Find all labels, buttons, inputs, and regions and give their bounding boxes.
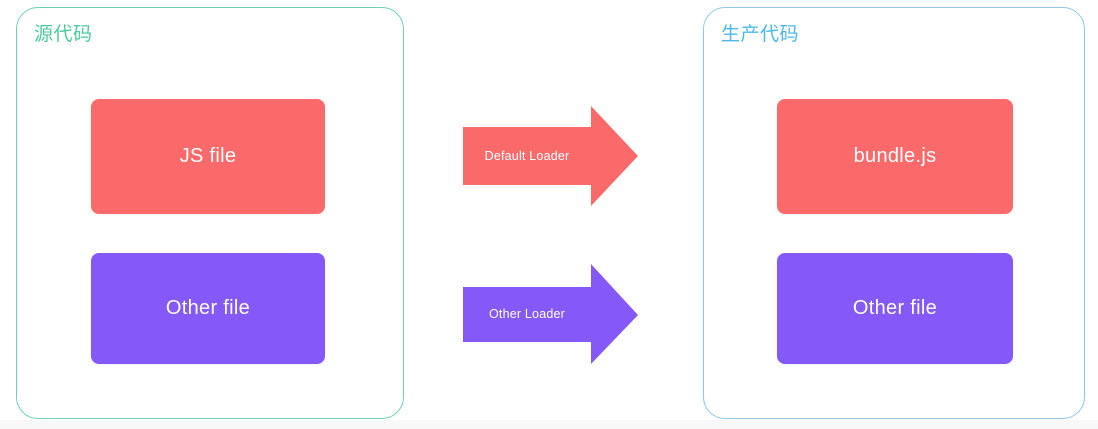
panel-production-code-label: 生产代码 [721,24,800,45]
box-other-file-source: Other file [91,253,325,364]
panel-source-code-label: 源代码 [34,24,93,45]
box-js-file-label: JS file [179,145,237,167]
box-bundle-js-label: bundle.js [853,145,937,167]
arrow-default-loader-shape [463,106,638,206]
box-other-file-production-label: Other file [852,297,938,319]
arrow-other-loader-shape [463,264,638,364]
arrow-default-loader: Default Loader [463,106,638,206]
box-bundle-js: bundle.js [777,99,1013,214]
box-other-file-production: Other file [777,253,1013,364]
box-js-file: JS file [91,99,325,214]
arrow-other-loader: Other Loader [463,264,638,364]
bottom-strip [0,420,1098,429]
box-other-file-source-label: Other file [165,297,251,319]
